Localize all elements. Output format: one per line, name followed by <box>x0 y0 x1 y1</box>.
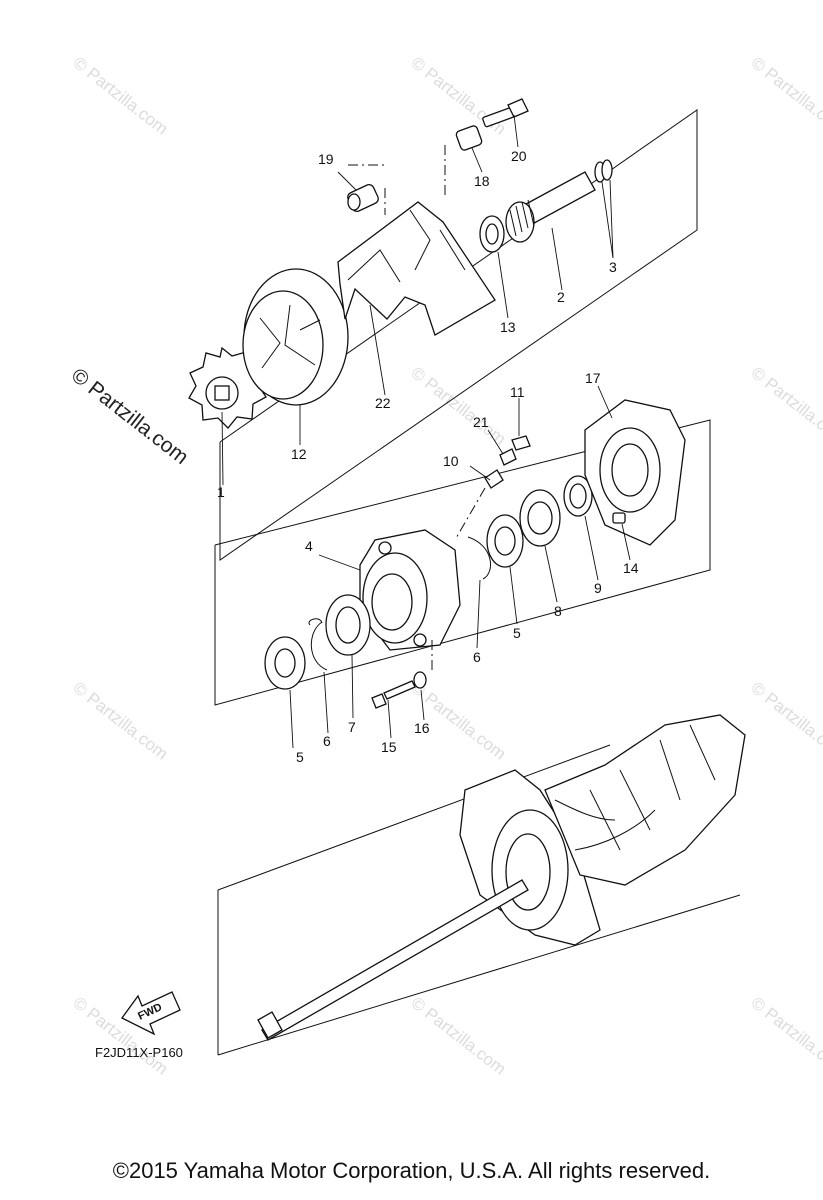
callout-16: 16 <box>414 720 430 736</box>
driveshaft <box>257 879 529 1041</box>
watermark: © Partzilla.com <box>748 993 823 1079</box>
fitting-10-11-21 <box>454 435 531 541</box>
callout-7: 7 <box>348 719 356 735</box>
cover-17 <box>584 399 686 546</box>
callout-21: 21 <box>473 414 489 430</box>
watermark: © Partzilla.com <box>408 363 510 449</box>
callout-18: 18 <box>474 173 490 189</box>
drawing-code: F2JD11X-P160 <box>95 1045 183 1060</box>
watermark: © Partzilla.com <box>748 678 823 764</box>
callout-9: 9 <box>594 580 602 596</box>
callout-8: 8 <box>554 603 562 619</box>
callout-4: 4 <box>305 538 313 554</box>
fwd-arrow-icon: FWD <box>121 991 181 1036</box>
pin-14 <box>612 512 626 524</box>
callout-2: 2 <box>557 289 565 305</box>
clip-6-right <box>467 536 491 580</box>
callout-19: 19 <box>318 151 334 167</box>
callout-10: 10 <box>443 453 459 469</box>
housing-12 <box>242 268 349 406</box>
leader-lines <box>221 114 631 749</box>
watermark: © Partzilla.com <box>408 993 510 1079</box>
watermark: © Partzilla.com <box>748 363 823 449</box>
callout-20: 20 <box>511 148 527 164</box>
watermark: © Partzilla.com <box>408 53 510 139</box>
seal-5-left <box>264 636 306 690</box>
seal-13 <box>479 215 505 253</box>
watermark: © Partzilla.com <box>70 53 172 139</box>
callout-3: 3 <box>609 259 617 275</box>
copyright-notice: ©2015 Yamaha Motor Corporation, U.S.A. A… <box>112 1158 711 1183</box>
callout-12: 12 <box>291 446 307 462</box>
callout-13: 13 <box>500 319 516 335</box>
bearing-8 <box>519 489 561 547</box>
callout-6: 6 <box>473 649 481 665</box>
bolt-18-20 <box>455 98 529 151</box>
callout-1: 1 <box>217 484 225 500</box>
seal-5-right <box>486 514 524 568</box>
callout-6: 6 <box>323 733 331 749</box>
shaft-2 <box>505 171 596 243</box>
seal-9 <box>563 475 593 517</box>
cover-22 <box>337 145 496 336</box>
sleeve-19 <box>347 184 379 212</box>
callout-5: 5 <box>296 749 304 765</box>
housing-4 <box>359 529 461 651</box>
clip-6-left <box>308 618 328 671</box>
callout-11: 11 <box>510 384 525 400</box>
watermark: © Partzilla.com <box>70 678 172 764</box>
callout-15: 15 <box>381 739 397 755</box>
bearing-7 <box>325 594 371 656</box>
partzilla-watermark: © Partzilla.com <box>67 364 193 469</box>
callouts: 1 2 3 4 5 5 6 6 7 8 9 10 11 12 13 14 15 … <box>217 148 639 765</box>
callout-5: 5 <box>513 625 521 641</box>
callout-22: 22 <box>375 395 391 411</box>
callout-14: 14 <box>623 560 639 576</box>
watermark: © Partzilla.com <box>748 53 823 139</box>
callout-17: 17 <box>585 370 601 386</box>
o-rings-3 <box>594 159 613 183</box>
bolt-15-washer-16 <box>371 640 433 709</box>
